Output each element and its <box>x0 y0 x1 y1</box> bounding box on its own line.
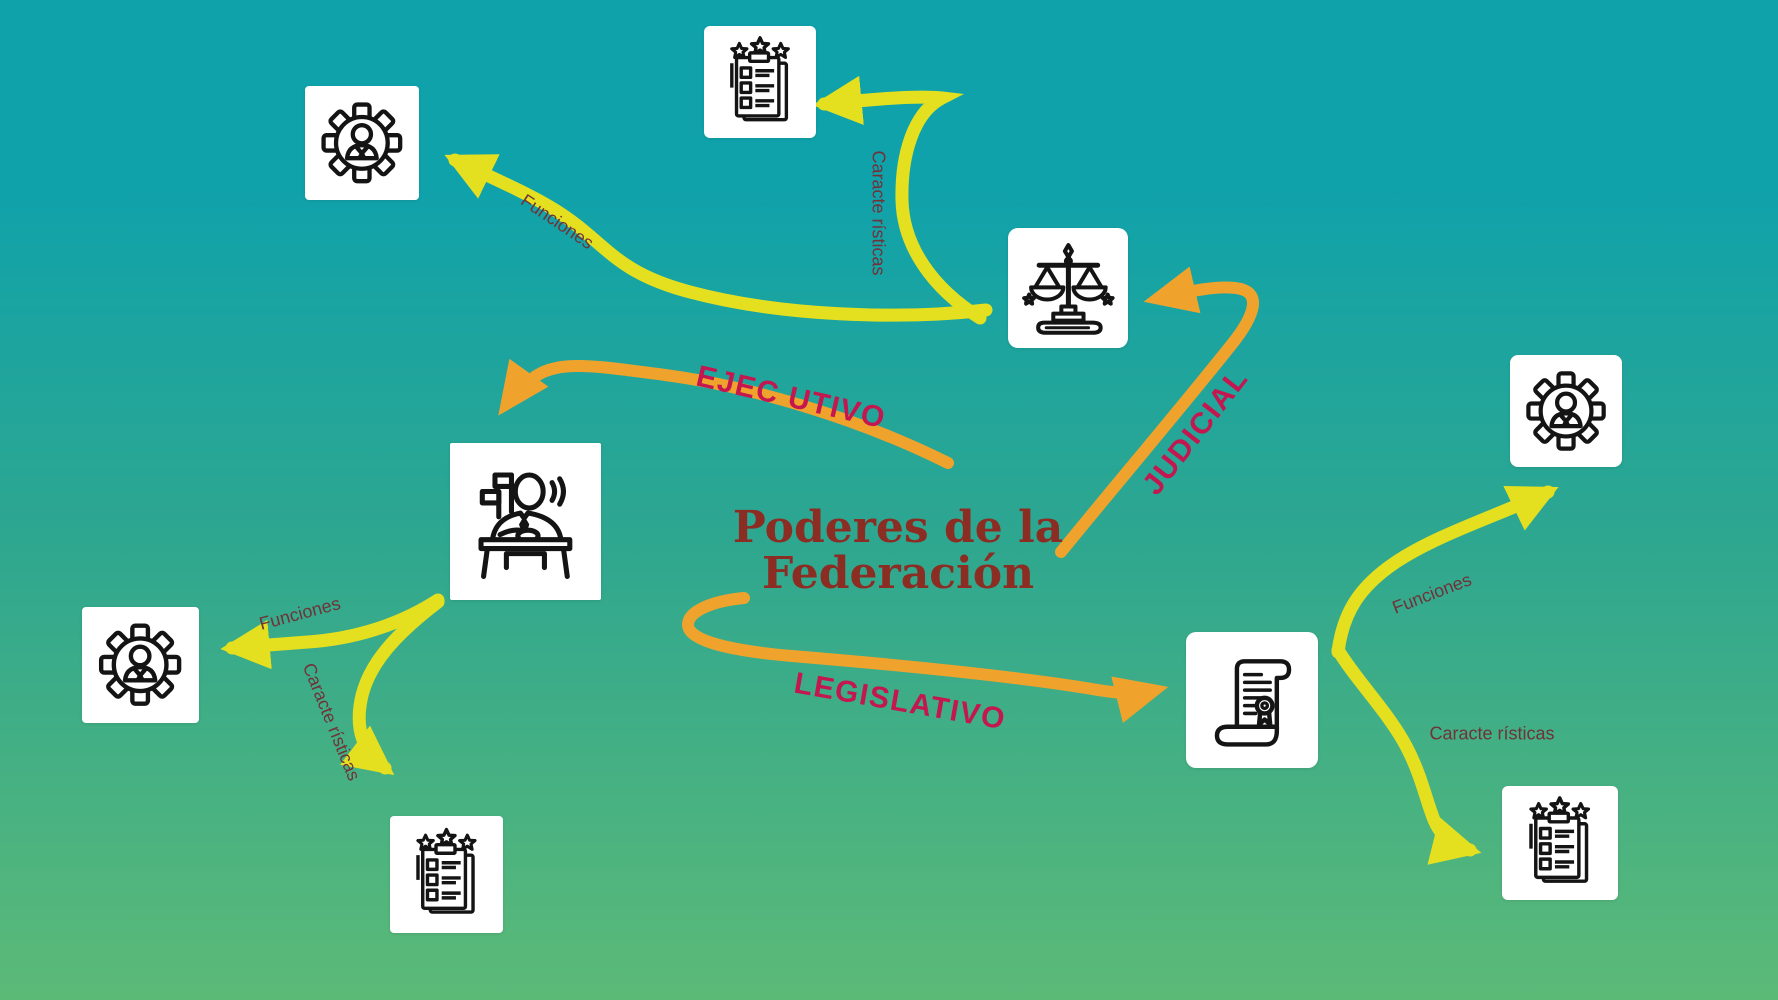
node-caracteristicas-judicial <box>704 26 816 138</box>
gear-with-person-icon <box>314 95 410 191</box>
node-caracteristicas-legislativo <box>1502 786 1618 900</box>
sublabel-funciones-legislativo: Funciones <box>1389 569 1475 618</box>
checklist-with-stars-icon <box>399 825 494 923</box>
node-funciones-ejecutivo <box>82 607 199 723</box>
node-caracteristicas-ejecutivo <box>390 816 503 933</box>
branch-label-legislativo: LEGISLATIVO <box>791 666 1009 737</box>
arrow-legislativo <box>682 592 1169 724</box>
node-judicial <box>1008 228 1128 348</box>
branch-label-ejecutivo: EJEC UTIVO <box>693 359 890 436</box>
gear-with-person-icon <box>91 616 189 713</box>
scroll-document-icon <box>1197 643 1308 757</box>
arrow-ejecutivo-caracteristicas <box>340 595 445 776</box>
arrow-legislativo-caracteristicas <box>1331 643 1482 865</box>
checklist-with-stars-icon <box>713 35 807 129</box>
sublabel-caracteristicas-legislativo: Caracte rísticas <box>1429 723 1555 744</box>
node-legislativo <box>1186 632 1318 768</box>
arrow-legislativo-funciones <box>1331 485 1559 659</box>
branch-label-judicial: JUDICIAL <box>1136 362 1255 502</box>
sublabel-funciones-judicial: Funciones <box>517 190 598 254</box>
page-title-line1: Poderes de la <box>732 501 1064 553</box>
arrow-judicial-funciones <box>444 153 993 322</box>
sublabel-caracteristicas-judicial: Caracte rísticas <box>868 150 889 276</box>
checklist-with-stars-icon <box>1511 795 1608 891</box>
page-title: Poderes de la Federación <box>732 501 1064 599</box>
sublabel-funciones-ejecutivo: Funciones <box>257 593 343 634</box>
president-at-desk-icon <box>462 456 589 588</box>
arrow-judicial-caracteristicas <box>812 75 987 325</box>
node-ejecutivo <box>450 443 601 600</box>
scales-of-justice-icon <box>1018 238 1119 339</box>
node-funciones-legislativo <box>1510 355 1622 467</box>
sublabel-caracteristicas-ejecutivo: Caracte rísticas <box>298 660 365 784</box>
gear-with-person-icon <box>1519 364 1613 458</box>
page-title-line2: Federación <box>761 548 1035 599</box>
node-funciones-judicial <box>305 86 419 200</box>
